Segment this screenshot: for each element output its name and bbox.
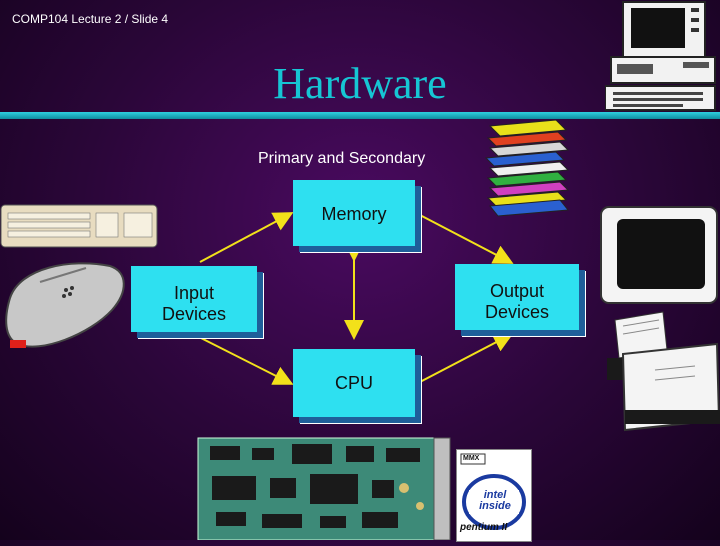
slide-title: Hardware xyxy=(273,59,447,108)
output-devices-box: Output Devices xyxy=(455,264,579,330)
floppy-disks-icon xyxy=(484,120,570,217)
cpu-box: CPU xyxy=(293,349,415,417)
printer-icon xyxy=(607,311,720,432)
slide-subtitle: Primary and Secondary xyxy=(258,150,426,167)
input-label-line1: Input xyxy=(173,283,215,303)
title-divider xyxy=(0,112,720,119)
intel-logo-mark xyxy=(460,453,526,530)
output-label-line2: Devices xyxy=(484,302,550,322)
pentium-text: pentium II xyxy=(460,522,508,533)
arrow-input-to-memory xyxy=(199,212,294,263)
output-label-line1: Output xyxy=(489,281,545,301)
keyboard-icon xyxy=(0,204,158,248)
arrow-input-to-cpu xyxy=(194,334,294,385)
monitor-icon xyxy=(600,206,718,304)
intel-inside-text: intel inside xyxy=(479,489,511,512)
slide-header: COMP104 Lecture 2 / Slide 4 xyxy=(12,12,169,26)
intel-mmx-text: MMX xyxy=(463,455,480,462)
intel-inside-logo: MMX intel inside pentium II xyxy=(456,449,532,542)
computer-icon xyxy=(605,1,716,111)
input-devices-box: Input Devices xyxy=(131,266,257,332)
arrow-memory-to-output xyxy=(417,213,514,264)
memory-box: Memory xyxy=(293,180,415,246)
arrow-cpu-to-output xyxy=(417,333,514,384)
cpu-label: CPU xyxy=(334,373,373,393)
input-label-line2: Devices xyxy=(161,304,227,324)
mouse-icon xyxy=(5,262,125,348)
memory-label: Memory xyxy=(321,204,387,224)
circuit-board-icon xyxy=(197,437,451,540)
